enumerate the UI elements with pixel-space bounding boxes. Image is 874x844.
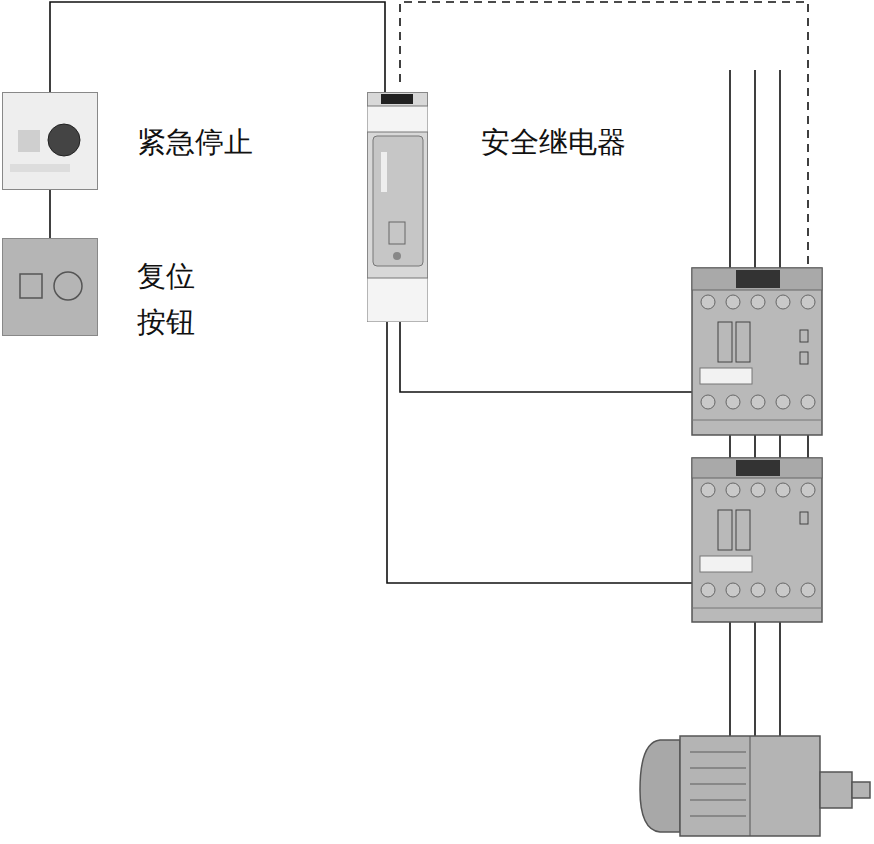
motor-wire (730, 622, 780, 740)
safety-relay: 安全继电器 (367, 92, 428, 322)
supply-wire (730, 70, 780, 268)
motor (640, 736, 870, 836)
device-icon (367, 92, 428, 322)
coil-wire (387, 322, 692, 583)
device-label: 复位 按钮 (137, 253, 198, 345)
series-wire (730, 435, 808, 458)
emergency-stop: 紧急停止 (2, 92, 98, 190)
contactor (692, 268, 822, 435)
feedback-wire (400, 2, 808, 268)
device-label: 紧急停止 (137, 119, 253, 165)
device-icon (2, 238, 98, 336)
coil-wire (400, 322, 692, 392)
wire (49, 190, 51, 238)
device-label: 安全继电器 (481, 119, 626, 165)
contactor (692, 458, 822, 622)
wire (50, 2, 385, 92)
device-icon (2, 92, 98, 190)
reset-button: 复位 按钮 (2, 238, 98, 336)
